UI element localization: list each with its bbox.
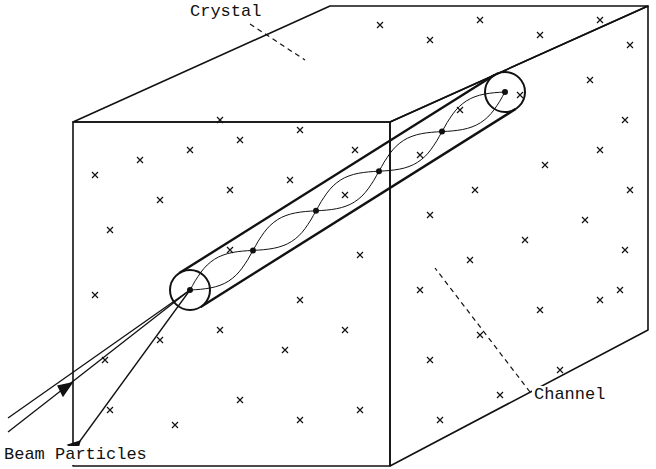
channel-exit [485, 72, 525, 112]
part-label: Crystal [188, 3, 263, 22]
channel-wall [179, 75, 494, 273]
atom-mark [287, 177, 293, 183]
crystal-front-face [73, 122, 390, 466]
channel-wall [201, 109, 516, 307]
atom-mark [467, 257, 473, 263]
crystal-side-face [390, 6, 648, 466]
atom-mark [537, 307, 543, 313]
atom-row-dot [502, 89, 508, 95]
atom-mark [137, 157, 143, 163]
atom-mark [417, 152, 423, 158]
atom-mark [342, 192, 348, 198]
atom-mark [92, 292, 98, 298]
atom-mark [187, 147, 193, 153]
atom-mark [237, 137, 243, 143]
particle-trajectory [190, 92, 505, 290]
atom-mark [157, 197, 163, 203]
part-label: Beam Particles [2, 446, 149, 465]
atom-mark [627, 187, 633, 193]
atom-mark [227, 187, 233, 193]
atom-mark [157, 337, 163, 343]
atom-mark [377, 22, 383, 28]
atom-mark [217, 327, 223, 333]
leader-lines [250, 24, 530, 392]
atom-mark [297, 417, 303, 423]
atom-mark [427, 212, 433, 218]
atom-mark [557, 367, 563, 373]
atom-mark [427, 37, 433, 43]
atom-mark [92, 172, 98, 178]
atom-mark [472, 187, 478, 193]
atom-mark [522, 237, 528, 243]
atom-mark [542, 162, 548, 168]
atom-mark [597, 147, 603, 153]
atom-mark [237, 397, 243, 403]
atom-row-dot [439, 129, 445, 135]
atom-mark [617, 287, 623, 293]
atom-mark [582, 217, 588, 223]
atom-mark [537, 32, 543, 38]
atom-mark [477, 332, 483, 338]
crystal-top-face [73, 6, 648, 122]
atom-mark [497, 392, 503, 398]
atom-mark [587, 77, 593, 83]
atom-mark [352, 147, 358, 153]
atom-mark [622, 117, 628, 123]
atom-row-dot [250, 247, 256, 253]
atom-mark [297, 297, 303, 303]
atom-mark [437, 417, 443, 423]
atom-row-dot [313, 208, 319, 214]
atom-mark [597, 17, 603, 23]
channel-cylinder [170, 72, 525, 310]
atom-mark [107, 407, 113, 413]
atom-mark [297, 127, 303, 133]
beam-lines [8, 290, 190, 452]
atom-mark [172, 422, 178, 428]
part-label: Channel [532, 386, 607, 405]
atom-mark [597, 297, 603, 303]
atom-mark [357, 252, 363, 258]
particle-trajectory [190, 92, 505, 290]
atom-mark [477, 17, 483, 23]
atom-mark [107, 227, 113, 233]
atom-mark [282, 347, 288, 353]
atom-mark [517, 92, 523, 98]
atom-row-dot [376, 168, 382, 174]
lattice-atoms [92, 17, 633, 428]
atom-mark [627, 42, 633, 48]
arrowhead [58, 383, 72, 396]
atom-mark [357, 407, 363, 413]
atom-mark [417, 287, 423, 293]
atom-mark [622, 247, 628, 253]
atom-mark [342, 327, 348, 333]
atom-mark [217, 117, 223, 123]
atom-mark [427, 357, 433, 363]
